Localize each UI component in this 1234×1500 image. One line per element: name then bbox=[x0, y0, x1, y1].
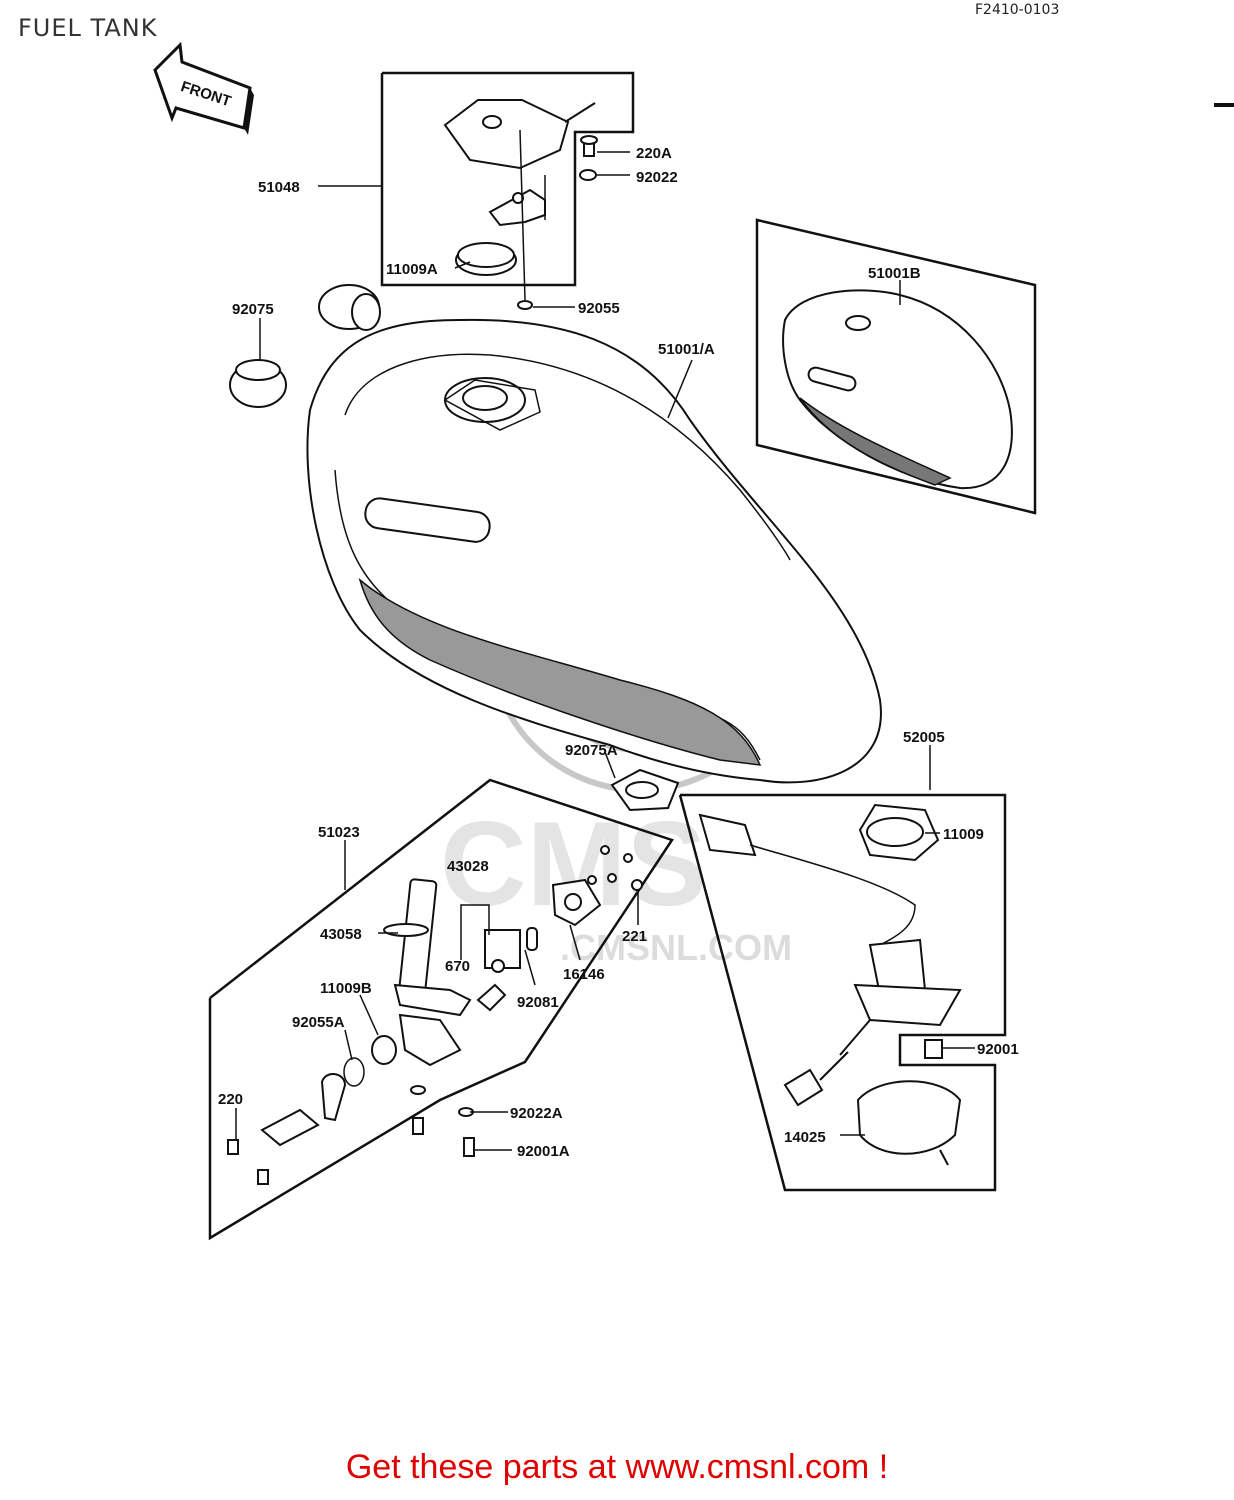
fuel-level-sender-box bbox=[678, 793, 1007, 1192]
damper-92075 bbox=[229, 284, 381, 408]
footer-link[interactable]: Get these parts at www.cmsnl.com ! bbox=[345, 1448, 889, 1486]
label-92055a: 92055A bbox=[292, 1014, 345, 1031]
label-92075a: 92075A bbox=[565, 742, 618, 759]
label-51001b: 51001B bbox=[868, 265, 921, 282]
label-92081: 92081 bbox=[517, 994, 559, 1011]
fuel-tank-diagram: CMS .CMSNL.COM FRONT bbox=[153, 41, 1234, 1241]
label-43028: 43028 bbox=[447, 858, 489, 875]
label-92022a: 92022A bbox=[510, 1105, 563, 1122]
label-220: 220 bbox=[218, 1091, 243, 1108]
label-92055: 92055 bbox=[578, 300, 620, 317]
grommet-92075a bbox=[610, 768, 680, 812]
label-51001a: 51001/A bbox=[658, 341, 715, 358]
label-220a: 220A bbox=[636, 145, 672, 162]
tank-variant-51001b bbox=[755, 218, 1037, 515]
front-arrow-icon: FRONT bbox=[153, 41, 254, 135]
label-92022: 92022 bbox=[636, 169, 678, 186]
label-52005: 52005 bbox=[903, 729, 945, 746]
edge-mark bbox=[1214, 103, 1234, 107]
label-14025: 14025 bbox=[784, 1129, 826, 1146]
label-11009a: 11009A bbox=[386, 261, 438, 278]
label-43058: 43058 bbox=[320, 926, 362, 943]
washer-92055 bbox=[517, 300, 533, 310]
fuel-tank-main bbox=[306, 318, 882, 784]
bolt-220a bbox=[580, 135, 598, 157]
part-labels: 51048 220A 92022 11009A 92075 92055 5100… bbox=[218, 145, 1019, 1160]
leader-lines bbox=[235, 151, 975, 1151]
label-221: 221 bbox=[622, 928, 647, 945]
fuel-cock-box bbox=[208, 778, 674, 1241]
label-92001a: 92001A bbox=[517, 1143, 570, 1160]
fuel-cap-assembly bbox=[380, 71, 635, 301]
diagram-code: F2410-0103 bbox=[975, 2, 1060, 18]
watermark-text: .CMSNL.COM bbox=[560, 927, 792, 968]
diagram-title: FUEL TANK bbox=[18, 14, 158, 42]
label-670: 670 bbox=[445, 958, 470, 975]
label-11009: 11009 bbox=[943, 826, 984, 843]
washer-92022 bbox=[579, 169, 597, 181]
label-16146: 16146 bbox=[563, 966, 605, 983]
label-92001: 92001 bbox=[977, 1041, 1019, 1058]
label-11009b: 11009B bbox=[320, 980, 372, 997]
label-51048: 51048 bbox=[258, 179, 300, 196]
label-92075: 92075 bbox=[232, 301, 274, 318]
label-51023: 51023 bbox=[318, 824, 360, 841]
